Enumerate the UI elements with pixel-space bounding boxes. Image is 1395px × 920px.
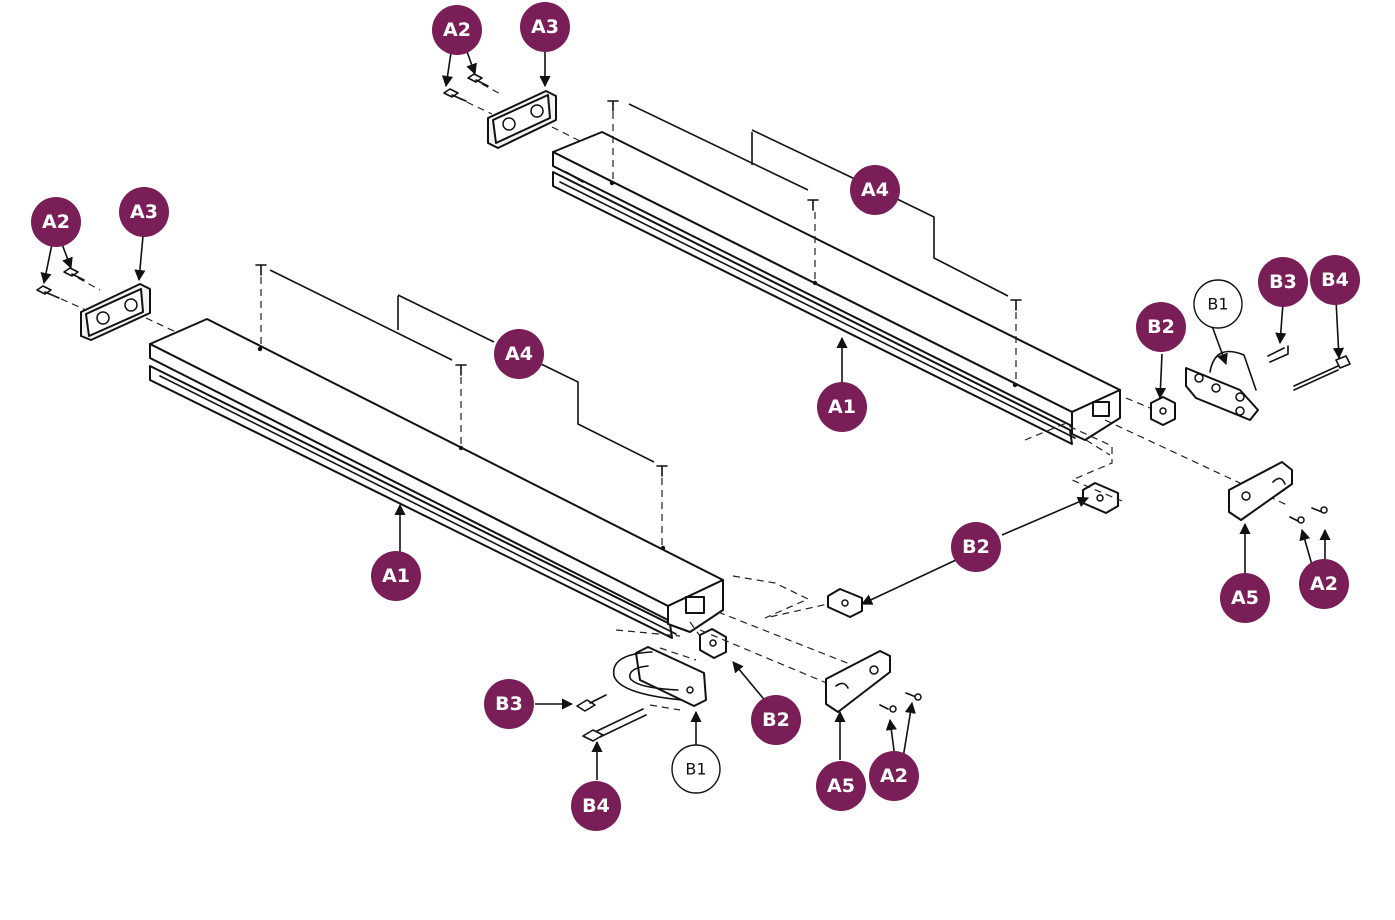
callout-a1-lower: A1 <box>371 551 421 601</box>
svg-text:A1: A1 <box>828 396 856 418</box>
lower-middle-slide-nut-icon <box>827 588 863 618</box>
callout-b2-middle: B2 <box>951 522 1001 572</box>
upper-bolts-icon <box>1267 345 1351 391</box>
callout-a2-upper-bracket: A2 <box>1299 559 1349 609</box>
upper-end-cap-icon <box>487 90 557 149</box>
upper-tie-down-icon <box>1185 350 1259 421</box>
callout-b4-lower: B4 <box>571 781 621 831</box>
svg-text:A2: A2 <box>42 211 70 233</box>
svg-text:A5: A5 <box>827 775 855 797</box>
callout-b2-lower: B2 <box>751 695 801 745</box>
svg-text:B1: B1 <box>1207 295 1228 314</box>
svg-text:B2: B2 <box>962 536 990 558</box>
lower-slide-nut-icon <box>699 628 727 659</box>
svg-text:A3: A3 <box>531 16 559 38</box>
lower-bracket-plate-icon <box>825 650 891 713</box>
callout-a2-lower-bracket: A2 <box>869 751 919 801</box>
svg-text:B1: B1 <box>685 760 706 779</box>
callout-a5-lower: A5 <box>816 761 866 811</box>
callout-b2-upper: B2 <box>1136 302 1186 352</box>
svg-text:B4: B4 <box>582 795 610 817</box>
svg-text:B3: B3 <box>1269 271 1297 293</box>
callout-b4-upper: B4 <box>1310 255 1360 305</box>
callout-b3-upper: B3 <box>1258 257 1308 307</box>
lower-bolts-icon <box>576 694 647 742</box>
svg-text:B2: B2 <box>762 709 790 731</box>
upper-bracket-plate-icon <box>1228 461 1293 521</box>
lower-rail-extrusion-icon <box>149 318 724 639</box>
svg-text:A1: A1 <box>382 565 410 587</box>
svg-text:A4: A4 <box>861 179 889 201</box>
leader-lines <box>40 45 1345 780</box>
lower-rail-screws-icon <box>255 264 668 477</box>
callout-a4-lower: A4 <box>494 329 544 379</box>
upper-rail-extrusion-icon <box>552 131 1121 445</box>
svg-text:A2: A2 <box>880 765 908 787</box>
callout-a3-lower: A3 <box>119 187 169 237</box>
lower-rail-assembly <box>36 264 922 742</box>
svg-text:B4: B4 <box>1321 269 1349 291</box>
callout-a1-upper: A1 <box>817 382 867 432</box>
svg-text:A2: A2 <box>1310 573 1338 595</box>
callout-b3-lower: B3 <box>484 679 534 729</box>
upper-bracket-screws-icon <box>1289 506 1328 524</box>
callout-a2-lower-end: A2 <box>31 197 81 247</box>
svg-text:A4: A4 <box>505 343 533 365</box>
callout-a3-upper: A3 <box>520 2 570 52</box>
callout-a2-upper-end: A2 <box>432 5 482 55</box>
middle-slide-nut-icon <box>1082 482 1119 514</box>
upper-rail-assembly <box>443 73 1351 524</box>
callout-b1-upper: B1 <box>1193 279 1243 329</box>
lower-bracket-screws-icon <box>879 692 922 713</box>
upper-end-screws-icon <box>443 73 489 102</box>
svg-text:A2: A2 <box>443 19 471 41</box>
lower-tie-down-icon <box>612 646 707 707</box>
callout-a5-upper: A5 <box>1220 573 1270 623</box>
svg-text:A5: A5 <box>1231 587 1259 609</box>
callout-b1-lower: B1 <box>671 744 721 794</box>
callout-a4-upper: A4 <box>850 165 900 215</box>
svg-text:A3: A3 <box>130 201 158 223</box>
svg-text:B3: B3 <box>495 693 523 715</box>
upper-slide-nut-icon <box>1150 396 1176 426</box>
upper-rail-screws-icon <box>607 100 1022 311</box>
lower-end-cap-icon <box>80 283 151 341</box>
svg-text:B2: B2 <box>1147 316 1175 338</box>
